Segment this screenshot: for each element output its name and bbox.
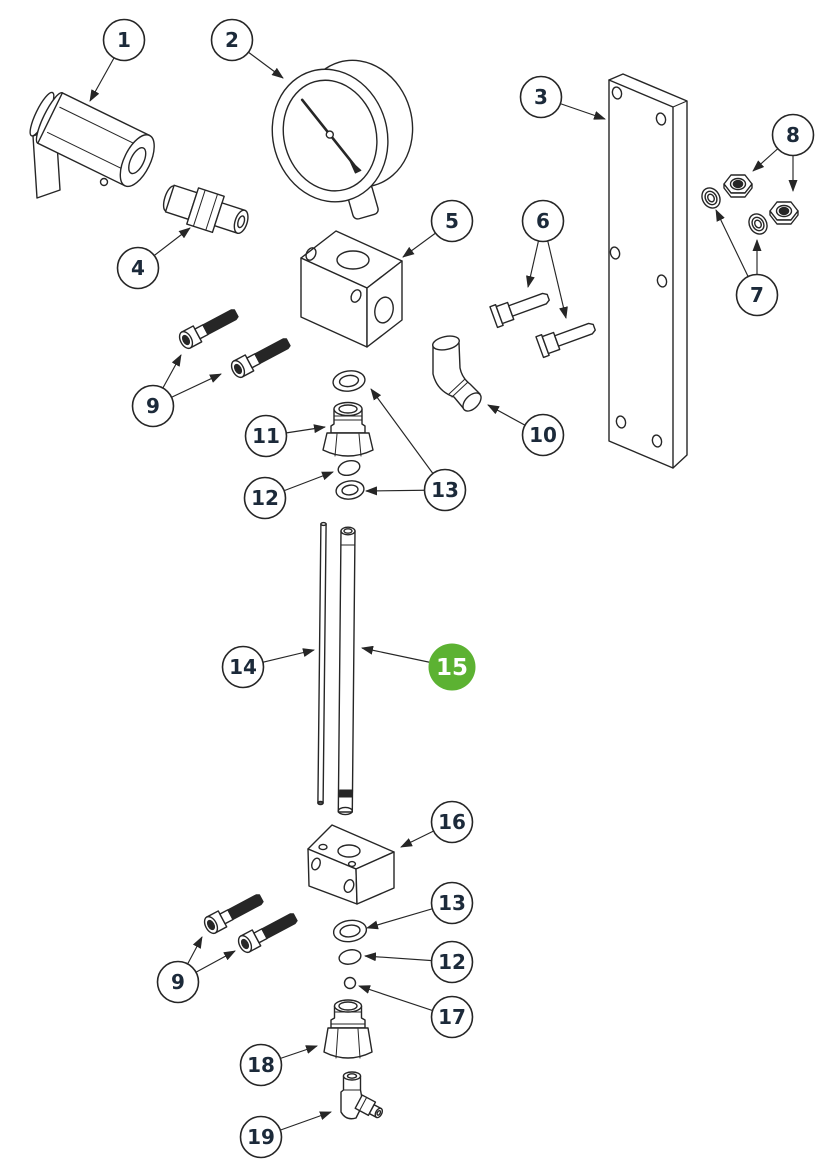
balloon-circle[interactable] bbox=[102, 18, 146, 62]
balloon-circle[interactable] bbox=[243, 476, 287, 520]
part-9-socket-screw-d-drawing bbox=[237, 913, 298, 954]
balloon-number: 11 bbox=[252, 424, 280, 448]
part-3-mounting-plate-drawing bbox=[608, 73, 688, 469]
part-1-handle-assembly-drawing bbox=[29, 91, 155, 199]
callout-balloon-hex-bolts[interactable]: 6 bbox=[521, 199, 565, 243]
part-9-socket-screw-a-drawing bbox=[178, 309, 239, 350]
callout-balloon-tube[interactable]: 15 bbox=[428, 643, 476, 691]
balloon-number: 18 bbox=[247, 1053, 275, 1077]
callout-balloon-handle-assembly[interactable]: 1 bbox=[102, 18, 146, 62]
callout-balloon-o-ring-lower[interactable]: 13 bbox=[430, 881, 474, 925]
balloon-number: 13 bbox=[438, 891, 466, 915]
part-4-straight-fitting-drawing bbox=[162, 184, 249, 235]
part-8-lock-nut-b-drawing bbox=[769, 201, 799, 225]
part-17-ball-drawing bbox=[343, 976, 357, 990]
part-16-lower-block-drawing bbox=[307, 824, 395, 905]
balloon-number: 3 bbox=[534, 85, 548, 109]
callout-balloon-small-elbow[interactable]: 19 bbox=[239, 1115, 283, 1159]
part-18-quick-coupler-drawing bbox=[323, 999, 373, 1059]
callout-balloon-o-rings-upper[interactable]: 13 bbox=[423, 468, 467, 512]
balloon-circle[interactable] bbox=[430, 940, 474, 984]
part-6-hex-bolt-a-drawing bbox=[489, 292, 550, 329]
balloon-circle[interactable] bbox=[521, 413, 565, 457]
balloon-circle[interactable] bbox=[430, 881, 474, 925]
callout-balloon-mounting-plate[interactable]: 3 bbox=[519, 75, 563, 119]
balloon-number: 16 bbox=[438, 810, 466, 834]
part-2-pressure-gauge-drawing bbox=[271, 59, 414, 220]
part-19-small-elbow-drawing bbox=[340, 1071, 384, 1120]
balloon-circle[interactable] bbox=[131, 384, 175, 428]
balloon-circle[interactable] bbox=[771, 113, 815, 157]
balloon-number: 1 bbox=[117, 28, 131, 52]
balloon-number: 7 bbox=[750, 283, 764, 307]
part-10-elbow-fitting-drawing bbox=[432, 335, 482, 412]
part-9-socket-screw-b-drawing bbox=[230, 338, 291, 379]
balloon-number: 12 bbox=[251, 486, 279, 510]
balloon-number: 14 bbox=[229, 655, 257, 679]
balloon-number: 9 bbox=[146, 394, 160, 418]
balloon-number: 2 bbox=[225, 28, 239, 52]
balloon-circle[interactable] bbox=[519, 75, 563, 119]
balloon-number: 4 bbox=[131, 256, 145, 280]
balloon-number: 8 bbox=[786, 123, 800, 147]
callout-balloon-coupler-body[interactable]: 11 bbox=[244, 414, 288, 458]
balloon-number: 15 bbox=[436, 655, 468, 681]
part-6-hex-bolt-b-drawing bbox=[535, 322, 596, 359]
balloon-circle[interactable] bbox=[221, 645, 265, 689]
callout-balloon-socket-screws-upper[interactable]: 9 bbox=[131, 384, 175, 428]
callout-balloon-straight-fitting[interactable]: 4 bbox=[116, 246, 160, 290]
part-9-socket-screw-c-drawing bbox=[203, 894, 264, 935]
callout-balloon-lower-block[interactable]: 16 bbox=[430, 800, 474, 844]
balloon-number: 10 bbox=[529, 423, 557, 447]
part-8-lock-nut-a-drawing bbox=[723, 174, 753, 198]
balloon-circle[interactable] bbox=[735, 273, 779, 317]
part-11-coupler-body-drawing bbox=[322, 401, 374, 457]
balloon-number: 5 bbox=[445, 209, 459, 233]
part-5-manifold-block-drawing bbox=[300, 230, 403, 348]
callout-balloon-backup-ring-upper[interactable]: 12 bbox=[243, 476, 287, 520]
balloon-circle[interactable] bbox=[244, 414, 288, 458]
part-14-rod-drawing bbox=[317, 521, 327, 806]
callout-balloon-elbow-fitting[interactable]: 10 bbox=[521, 413, 565, 457]
balloon-circle[interactable] bbox=[430, 199, 474, 243]
balloon-number: 9 bbox=[171, 970, 185, 994]
callout-balloon-ball[interactable]: 17 bbox=[430, 995, 474, 1039]
callout-balloon-pressure-gauge[interactable]: 2 bbox=[210, 18, 254, 62]
callout-balloon-rod[interactable]: 14 bbox=[221, 645, 265, 689]
balloon-circle[interactable] bbox=[116, 246, 160, 290]
part-13-o-ring-top-drawing bbox=[332, 370, 366, 392]
balloon-circle[interactable] bbox=[239, 1115, 283, 1159]
part-7-washer-b-drawing bbox=[748, 213, 768, 235]
part-drawings bbox=[29, 59, 799, 1120]
balloon-circle[interactable] bbox=[521, 199, 565, 243]
callout-balloon-backup-ring-lower[interactable]: 12 bbox=[430, 940, 474, 984]
balloon-number: 19 bbox=[247, 1125, 275, 1149]
balloon-circle[interactable] bbox=[430, 995, 474, 1039]
callout-balloon-manifold-block[interactable]: 5 bbox=[430, 199, 474, 243]
callout-balloon-quick-coupler[interactable]: 18 bbox=[239, 1043, 283, 1087]
balloon-circle[interactable] bbox=[156, 960, 200, 1004]
part-13-o-ring-lower-drawing bbox=[332, 919, 368, 943]
part-13-o-ring-mid-drawing bbox=[335, 480, 365, 500]
callout-balloon-washers[interactable]: 7 bbox=[735, 273, 779, 317]
part-12-backup-ring-upper-drawing bbox=[337, 459, 361, 477]
balloon-circle[interactable] bbox=[239, 1043, 283, 1087]
part-7-washer-a-drawing bbox=[701, 187, 721, 209]
highlighted-balloon-circle[interactable] bbox=[428, 643, 476, 691]
callout-balloon-lock-nuts[interactable]: 8 bbox=[771, 113, 815, 157]
balloon-circle[interactable] bbox=[430, 800, 474, 844]
balloon-number: 17 bbox=[438, 1005, 466, 1029]
balloon-circle[interactable] bbox=[423, 468, 467, 512]
balloon-number: 12 bbox=[438, 950, 466, 974]
part-12-backup-ring-lower-drawing bbox=[338, 949, 362, 965]
balloon-circle[interactable] bbox=[210, 18, 254, 62]
part-15-tube-drawing bbox=[337, 526, 356, 816]
balloon-number: 6 bbox=[536, 209, 550, 233]
balloon-number: 13 bbox=[431, 478, 459, 502]
callout-balloon-socket-screws-lower[interactable]: 9 bbox=[156, 960, 200, 1004]
